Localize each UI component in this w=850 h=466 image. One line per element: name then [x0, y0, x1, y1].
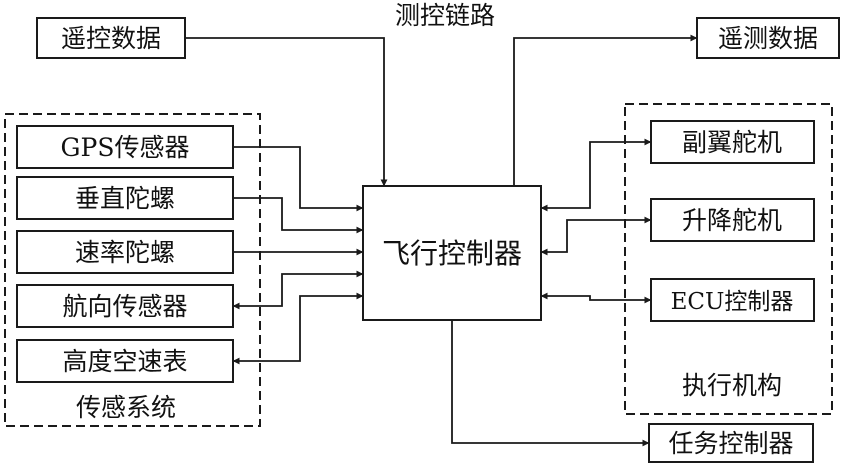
telecontrol-data-label: 遥控数据 [61, 24, 161, 53]
actuator-ecu-controller-label: ECU控制器 [671, 289, 794, 315]
sensor-system-group [4, 113, 261, 427]
actuator-group-title: 执行机构 [682, 371, 782, 400]
sensor-vertical-gyro-label: 垂直陀螺 [75, 184, 175, 213]
sensor-heading-label: 航向传感器 [62, 292, 187, 321]
sensor-rate-gyro-label: 速率陀螺 [75, 238, 175, 267]
arrow-altitude-airspeed-controller [232, 292, 364, 365]
sensor-altitude-airspeed-label: 高度空速表 [62, 347, 187, 376]
arrow-controller-ecu [540, 292, 652, 304]
sensor-rate-gyro: 速率陀螺 [16, 230, 234, 274]
sensor-altitude-airspeed: 高度空速表 [16, 339, 234, 383]
flight-controller-label: 飞行控制器 [382, 237, 522, 270]
telemetry-data-box: 遥测数据 [696, 17, 840, 59]
actuator-aileron-servo: 副翼舵机 [650, 120, 815, 164]
sensor-vertical-gyro: 垂直陀螺 [16, 176, 234, 220]
arrow-telecontrol-to-controller [185, 37, 388, 187]
actuator-elevator-servo: 升降舵机 [650, 198, 815, 242]
task-controller-box: 任务控制器 [648, 423, 814, 463]
telecontrol-data-box: 遥控数据 [36, 17, 186, 59]
sensor-gps: GPS传感器 [16, 125, 234, 169]
telemetry-data-label: 遥测数据 [718, 24, 818, 53]
actuator-elevator-servo-label: 升降舵机 [682, 206, 782, 235]
sensor-gps-label: GPS传感器 [61, 133, 190, 162]
arrow-vertical-gyro-to-controller [233, 197, 364, 234]
arrow-controller-to-task-controller [451, 320, 650, 447]
actuator-ecu-controller: ECU控制器 [650, 278, 815, 322]
sensor-system-title: 传感系统 [76, 393, 176, 422]
task-controller-label: 任务控制器 [668, 429, 793, 458]
sensor-heading: 航向传感器 [16, 284, 234, 328]
flight-controller-box: 飞行控制器 [362, 185, 542, 321]
connectors [185, 34, 698, 447]
arrow-controller-aileron-servo [540, 138, 652, 212]
link-title: 测控链路 [395, 1, 495, 30]
actuator-group [624, 103, 833, 415]
arrow-controller-elevator-servo [540, 216, 652, 256]
arrow-controller-to-telemetry [513, 34, 698, 186]
arrow-gps-to-controller [233, 146, 364, 212]
arrow-heading-controller [232, 270, 364, 310]
actuator-aileron-servo-label: 副翼舵机 [682, 128, 782, 157]
